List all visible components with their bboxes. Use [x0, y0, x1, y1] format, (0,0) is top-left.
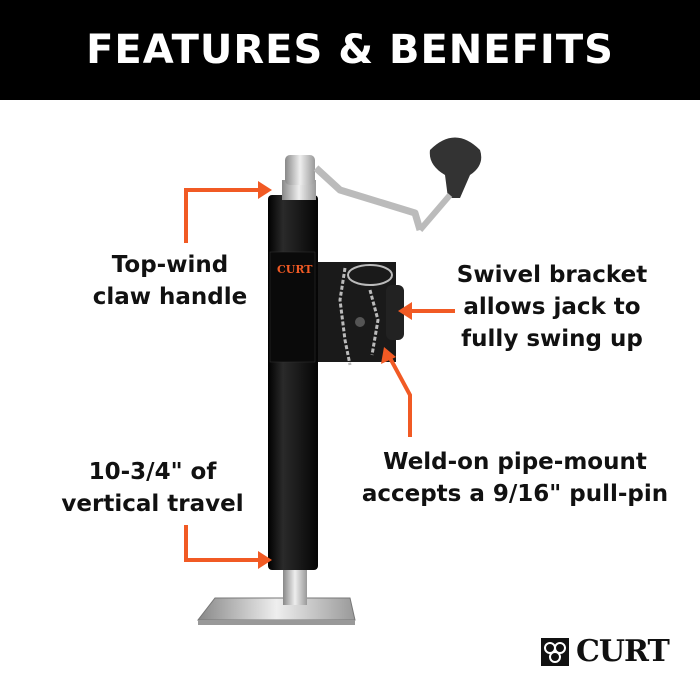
- callout-line: Weld-on pipe-mount: [383, 449, 647, 475]
- callout-line: accepts a 9/16" pull-pin: [361, 481, 669, 507]
- label-brand-text: CURT: [277, 263, 313, 276]
- callout-top-wind: Top-wind claw handle: [80, 249, 260, 313]
- swivel-bracket: [318, 262, 404, 366]
- page-title: FEATURES & BENEFITS: [86, 27, 614, 73]
- callout-line: 10-3/4" of: [88, 459, 217, 485]
- callout-line: fully swing up: [461, 326, 643, 352]
- crank-knob: [429, 137, 482, 198]
- callout-line: Swivel bracket: [456, 262, 648, 288]
- brand-logo: CURT: [540, 634, 670, 669]
- brand-logo-icon: [541, 637, 569, 666]
- callout-vertical-travel: 10-3/4" of vertical travel: [55, 456, 250, 520]
- callout-line: vertical travel: [61, 491, 244, 517]
- callout-arrows: [184, 188, 455, 562]
- page-header: FEATURES & BENEFITS: [0, 0, 700, 100]
- callout-line: claw handle: [92, 284, 248, 310]
- callout-swivel-bracket: Swivel bracket allows jack to fully swin…: [452, 259, 652, 355]
- jack-base-plate: [196, 597, 356, 625]
- callout-weld-on-mount: Weld-on pipe-mount accepts a 9/16" pull-…: [360, 446, 670, 510]
- callout-line: Top-wind: [111, 252, 229, 278]
- jack-product-label: CURT: [269, 251, 316, 363]
- crank-handle: [282, 137, 482, 232]
- brand-logo-text: CURT: [576, 634, 670, 669]
- jack-outer-tube: [268, 195, 318, 570]
- callout-line: allows jack to: [463, 294, 641, 320]
